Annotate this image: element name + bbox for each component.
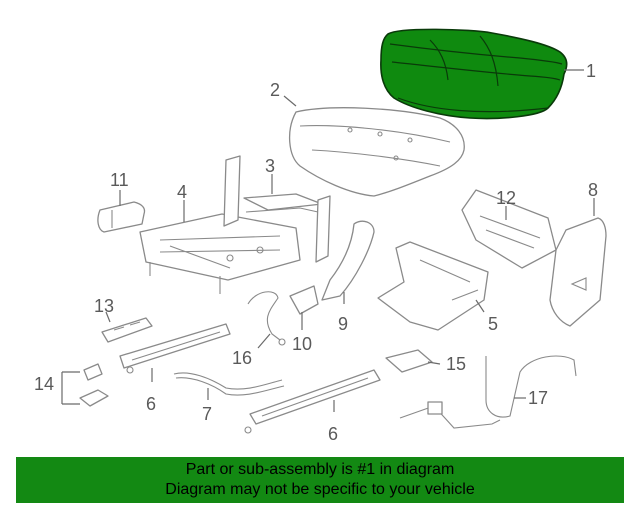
part-17-harness[interactable]	[399, 355, 577, 429]
part-11-cover[interactable]	[97, 201, 146, 233]
callout-2: 2	[270, 80, 280, 100]
banner-line-1: Part or sub-assembly is #1 in diagram	[185, 461, 455, 478]
part-1-seat-cushion[interactable]	[380, 28, 568, 120]
info-banner: Part or sub-assembly is #1 in diagram Di…	[16, 457, 624, 503]
callout-1: 1	[586, 61, 596, 81]
callout-13: 13	[94, 296, 114, 316]
part-7-rod[interactable]	[173, 372, 285, 396]
part-4-seat-frame[interactable]	[139, 155, 331, 294]
callout-7: 7	[202, 404, 212, 424]
part-16-cable[interactable]	[247, 291, 286, 346]
callout-labels: 1 2 3 4 5 6 6 7 8 9 10 11 12 13 14 15 16…	[34, 61, 598, 444]
callout-10: 10	[292, 334, 312, 354]
part-9-side-trim[interactable]	[321, 220, 375, 301]
callout-5: 5	[488, 314, 498, 334]
part-10-bracket[interactable]	[289, 285, 319, 315]
callout-12: 12	[496, 188, 516, 208]
callout-4: 4	[177, 182, 187, 202]
part-13-switch[interactable]	[101, 317, 153, 343]
callout-8: 8	[588, 180, 598, 200]
part-6-track-a[interactable]	[119, 323, 231, 374]
part-12-bracket[interactable]	[461, 189, 557, 269]
parts-diagram: 1 2 3 4 5 6 6 7 8 9 10 11 12 13 14 15 16…	[34, 28, 607, 444]
part-5-track-frame[interactable]	[377, 241, 489, 331]
part-2-cushion-pad[interactable]	[289, 107, 465, 197]
callout-11: 11	[110, 170, 129, 190]
leader-lines	[61, 69, 595, 412]
part-6-track-b[interactable]	[244, 369, 381, 434]
callout-15: 15	[446, 354, 466, 374]
callout-17: 17	[528, 388, 548, 408]
callout-16: 16	[232, 348, 252, 368]
part-3-plate[interactable]	[243, 193, 323, 213]
callout-9: 9	[338, 314, 348, 334]
part-8-panel[interactable]	[549, 217, 607, 327]
banner-line-2: Diagram may not be specific to your vehi…	[165, 481, 475, 498]
callout-3: 3	[265, 156, 275, 176]
callout-6a: 6	[146, 394, 156, 414]
part-15-pad[interactable]	[385, 349, 433, 373]
callout-6b: 6	[328, 424, 338, 444]
callout-14: 14	[34, 374, 54, 394]
part-14-clips[interactable]	[79, 363, 109, 407]
